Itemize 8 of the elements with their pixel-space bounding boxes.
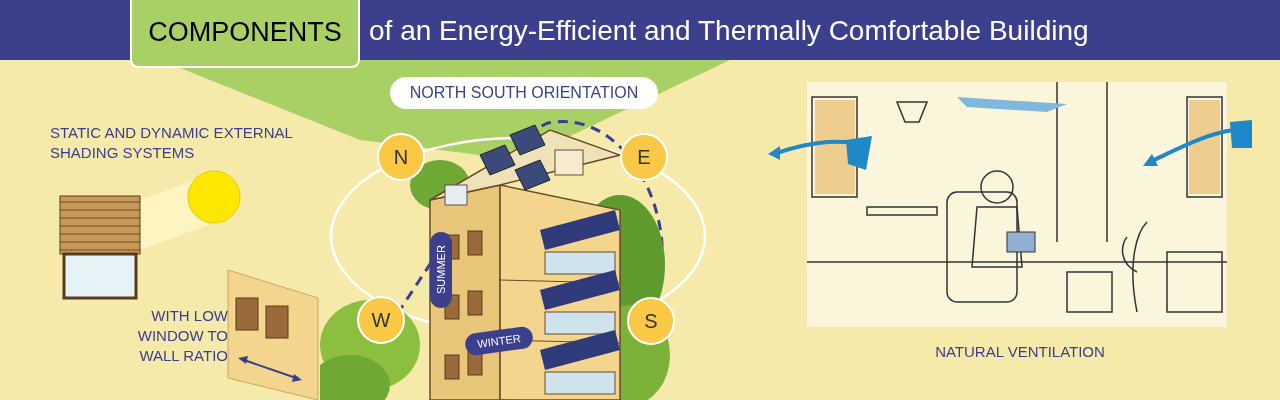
orientation-label: NORTH SOUTH ORIENTATION <box>390 77 658 109</box>
caption-text: WITH LOW WINDOW TO WALL RATIO <box>136 306 228 366</box>
title-badge: COMPONENTS <box>130 0 360 68</box>
title: of an Energy-Efficient and Thermally Comfortable Building <box>369 14 1089 48</box>
season-tag: SUMMER <box>430 232 452 308</box>
caption-text: STATIC AND DYNAMIC EXTERNAL SHADING SYSTEMS <box>50 123 294 163</box>
compass-east: E <box>620 133 668 181</box>
caption-text: NATURAL VENTILATION <box>934 342 1106 362</box>
